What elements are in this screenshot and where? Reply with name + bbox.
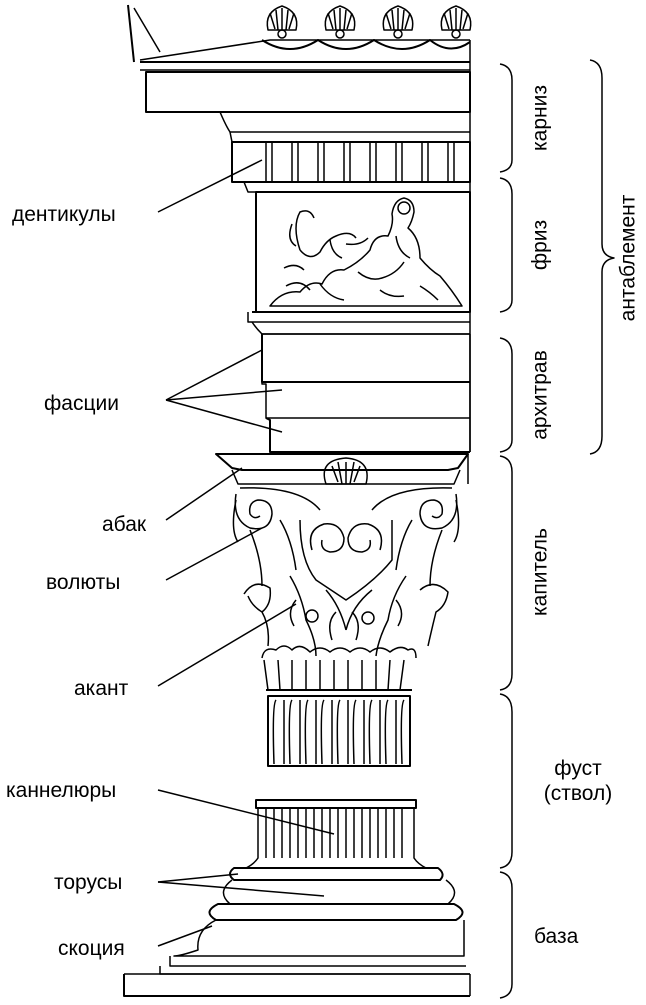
label-entablature: антаблемент (616, 194, 640, 322)
fascia-pointer-1 (165, 349, 263, 401)
volute-icon (299, 519, 393, 601)
acanthus-pointer (157, 603, 297, 687)
entablature-bracket (589, 59, 615, 455)
architrave-bracket (499, 337, 513, 453)
fascia-pointer-2 (165, 389, 283, 401)
scotia-pointer (157, 925, 213, 947)
acanthus-lower-icon (261, 645, 417, 691)
label-shaft: фуст (ствол) (544, 756, 613, 806)
label-shaft-line2: (ствол) (543, 782, 613, 806)
base-bracket (499, 871, 513, 999)
sima-with-palmettes (127, 4, 472, 71)
pointer-lines (157, 159, 335, 947)
tori-pointer-1 (157, 873, 239, 883)
tori-pointer-2 (157, 881, 325, 897)
relief-figure-icon (269, 197, 463, 307)
label-shaft-line1: фуст (554, 757, 602, 780)
flutes-pointer (157, 789, 335, 835)
shaft-lower (245, 799, 427, 869)
architrave (261, 333, 471, 453)
label-acanthus: акант (74, 677, 129, 700)
label-base: база (534, 925, 579, 948)
denticules-pointer (157, 159, 263, 213)
label-frieze: фриз (528, 219, 552, 271)
volutes-pointer (165, 527, 263, 581)
column-base (123, 867, 470, 997)
palmette-icon (266, 5, 298, 39)
fascia-pointer-3 (165, 399, 283, 433)
label-flutes: каннелюры (6, 779, 117, 802)
abacus-pointer (165, 467, 243, 521)
shaft-bracket (499, 693, 513, 869)
label-abacus: абак (102, 513, 147, 536)
capital-bracket (499, 455, 513, 691)
palmette-icon (440, 5, 472, 39)
frieze-bracket (499, 177, 513, 313)
label-tori: торусы (54, 871, 123, 894)
label-cornice: карниз (528, 85, 552, 151)
volute-icon (371, 487, 458, 530)
cornice-bracket (499, 63, 513, 173)
palmette-icon (324, 5, 356, 39)
palmette-icon (323, 457, 368, 485)
label-capital: капитель (528, 528, 552, 616)
shaft-upper (267, 695, 411, 767)
label-denticules: дентикулы (12, 203, 116, 226)
label-volutes: волюты (46, 571, 121, 594)
palmette-icon (382, 5, 414, 39)
label-architrave: архитрав (528, 350, 552, 440)
capital (215, 453, 469, 691)
right-brackets (499, 59, 615, 999)
dentils (231, 141, 471, 193)
label-fascia: фасции (44, 392, 119, 415)
cornice (145, 71, 471, 143)
label-scotia: скоция (58, 937, 125, 960)
acanthus-leaves-icon (243, 575, 449, 657)
volute-icon (234, 487, 321, 530)
frieze (247, 191, 471, 335)
